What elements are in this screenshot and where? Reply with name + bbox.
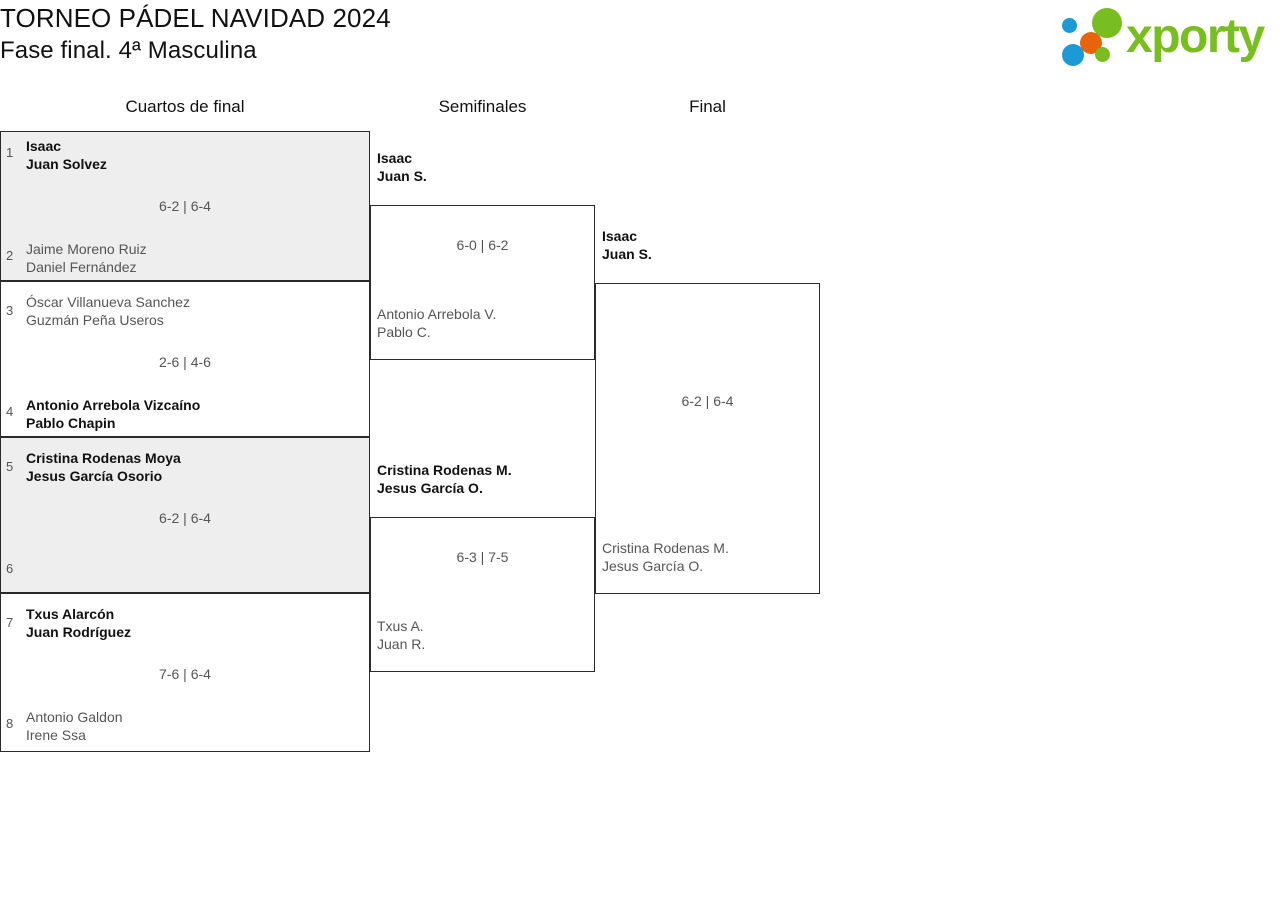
logo-dot-blue-small-icon (1062, 18, 1077, 33)
seed-number-7: 7 (6, 615, 14, 630)
score-qf4: 7-6 | 6-4 (159, 666, 211, 682)
match-box-sf1[interactable] (370, 205, 595, 360)
match-box-qf2[interactable] (0, 281, 370, 437)
tournament-title: TORNEO PÁDEL NAVIDAD 2024 (0, 3, 391, 33)
logo-wordmark: xporty (1126, 10, 1265, 63)
team-qf4-bottom: Antonio Galdon Irene Ssa (26, 709, 123, 743)
team-qf1-top: Isaac Juan Solvez (26, 138, 107, 172)
score-qf1: 6-2 | 6-4 (159, 198, 211, 214)
tournament-subtitle: Fase final. 4ª Masculina (0, 37, 257, 64)
logo-dot-blue-large-icon (1062, 44, 1084, 66)
seed-number-2: 2 (6, 248, 14, 263)
score-sf1: 6-0 | 6-2 (456, 237, 509, 253)
title-block: TORNEO PÁDEL NAVIDAD 2024 Fase final. 4ª… (0, 2, 391, 67)
team-sf2-top: Cristina Rodenas M. Jesus García O. (377, 462, 512, 496)
team-qf2-top: Óscar Villanueva Sanchez Guzmán Peña Use… (26, 294, 190, 328)
seed-number-6: 6 (6, 561, 14, 576)
match-box-qf4[interactable] (0, 593, 370, 752)
seed-number-8: 8 (6, 716, 14, 731)
logo-dot-green-large-icon (1092, 8, 1122, 38)
team-qf2-bottom: Antonio Arrebola Vizcaíno Pablo Chapin (26, 397, 201, 431)
score-sf2: 6-3 | 7-5 (456, 549, 509, 565)
match-box-sf2[interactable] (370, 517, 595, 672)
seed-number-3: 3 (6, 303, 14, 318)
team-sf1-top: Isaac Juan S. (377, 150, 427, 184)
team-final-top: Isaac Juan S. (602, 228, 652, 262)
logo-dots-icon (1062, 8, 1132, 66)
seed-number-4: 4 (6, 404, 14, 419)
team-sf1-bottom: Antonio Arrebola V. Pablo C. (377, 306, 497, 340)
match-box-qf3[interactable] (0, 437, 370, 593)
score-qf3: 6-2 | 6-4 (159, 510, 211, 526)
team-final-bottom: Cristina Rodenas M. Jesus García O. (602, 540, 729, 574)
round-header-quarterfinals: Cuartos de final (125, 97, 245, 116)
seed-number-5: 5 (6, 459, 14, 474)
logo-dot-green-small-icon (1095, 47, 1110, 62)
round-header-final: Final (689, 97, 726, 116)
xporty-logo[interactable]: xporty (1054, 4, 1274, 70)
round-header-semifinals: Semifinales (438, 97, 527, 116)
match-box-qf1[interactable] (0, 131, 370, 281)
team-qf3-top: Cristina Rodenas Moya Jesus García Osori… (26, 450, 181, 484)
page-header: TORNEO PÁDEL NAVIDAD 2024 Fase final. 4ª… (0, 0, 1280, 88)
seed-number-1: 1 (6, 145, 14, 160)
score-qf2: 2-6 | 4-6 (159, 354, 211, 370)
team-qf4-top: Txus Alarcón Juan Rodríguez (26, 606, 132, 640)
team-sf2-bottom: Txus A. Juan R. (377, 618, 426, 652)
team-qf1-bottom: Jaime Moreno Ruiz Daniel Fernández (26, 241, 147, 275)
score-final: 6-2 | 6-4 (681, 393, 734, 409)
match-box-final[interactable] (595, 283, 820, 594)
